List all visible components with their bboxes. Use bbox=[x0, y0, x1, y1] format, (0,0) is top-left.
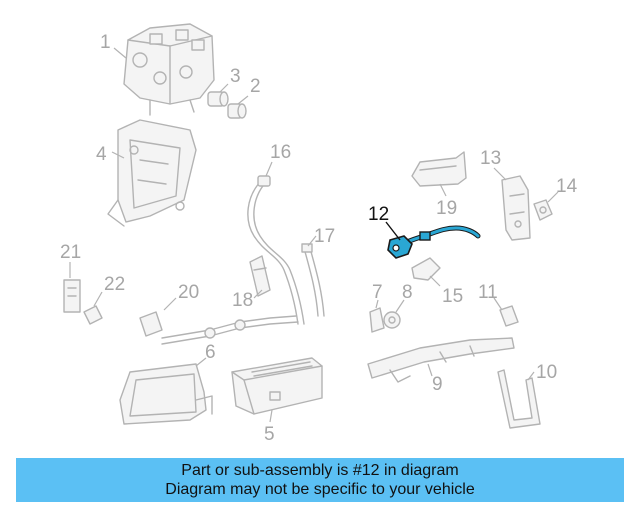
callout-5: 5 bbox=[264, 424, 275, 445]
callout-2: 2 bbox=[250, 76, 261, 97]
part-12-wheel-speed-sensor bbox=[387, 225, 481, 259]
part-20-brake-tube bbox=[139, 311, 299, 345]
callout-10: 10 bbox=[536, 362, 557, 383]
part-16-brake-line bbox=[247, 175, 305, 325]
callout-15: 15 bbox=[442, 286, 463, 307]
part-21-clip bbox=[63, 279, 81, 313]
part-4-bracket bbox=[107, 119, 197, 227]
part-19-bracket bbox=[411, 151, 467, 187]
part-15-bracket bbox=[411, 257, 441, 281]
callout-21: 21 bbox=[60, 242, 81, 263]
part-2-bushing bbox=[227, 103, 247, 119]
part-10-u-bracket bbox=[497, 369, 541, 429]
part-3-bushing bbox=[207, 91, 229, 107]
part-9-bracket bbox=[367, 337, 515, 383]
banner-line-1: Part or sub-assembly is #12 in diagram bbox=[181, 462, 459, 479]
part-11-clip bbox=[499, 305, 519, 327]
banner-line-2: Diagram may not be specific to your vehi… bbox=[165, 481, 475, 498]
callout-4: 4 bbox=[96, 144, 107, 165]
callout-18: 18 bbox=[232, 290, 253, 311]
callout-11: 11 bbox=[478, 282, 498, 303]
callout-12-leader bbox=[385, 221, 401, 241]
callout-22: 22 bbox=[104, 274, 125, 295]
part-14-clip bbox=[533, 199, 553, 221]
callout-19: 19 bbox=[436, 198, 457, 219]
callout-13: 13 bbox=[480, 148, 501, 169]
part-18-bracket bbox=[249, 255, 271, 297]
callout-7: 7 bbox=[372, 282, 383, 303]
callout-14: 14 bbox=[556, 176, 578, 197]
callout-16: 16 bbox=[270, 142, 291, 163]
callout-1: 1 bbox=[100, 32, 111, 53]
info-banner: Part or sub-assembly is #12 in diagram D… bbox=[16, 458, 624, 502]
callout-12: 12 bbox=[368, 204, 389, 225]
callout-9: 9 bbox=[432, 374, 443, 395]
part-13-bracket bbox=[501, 175, 531, 241]
part-6-control-module bbox=[119, 363, 213, 425]
callout-6: 6 bbox=[205, 342, 216, 363]
part-7-clip bbox=[369, 307, 385, 333]
parts-diagram: 1 2 3 4 5 6 7 8 9 10 11 12 13 14 15 16 1… bbox=[60, 23, 578, 445]
part-22-clip bbox=[83, 305, 103, 325]
callout-17: 17 bbox=[314, 226, 335, 247]
part-17-line bbox=[301, 243, 325, 317]
callout-8: 8 bbox=[402, 282, 413, 303]
part-8-grommet bbox=[383, 311, 401, 329]
part-1-abs-modulator bbox=[123, 23, 215, 116]
callout-3: 3 bbox=[230, 66, 241, 87]
part-5-abs-module bbox=[231, 357, 323, 415]
callout-20: 20 bbox=[178, 282, 199, 303]
